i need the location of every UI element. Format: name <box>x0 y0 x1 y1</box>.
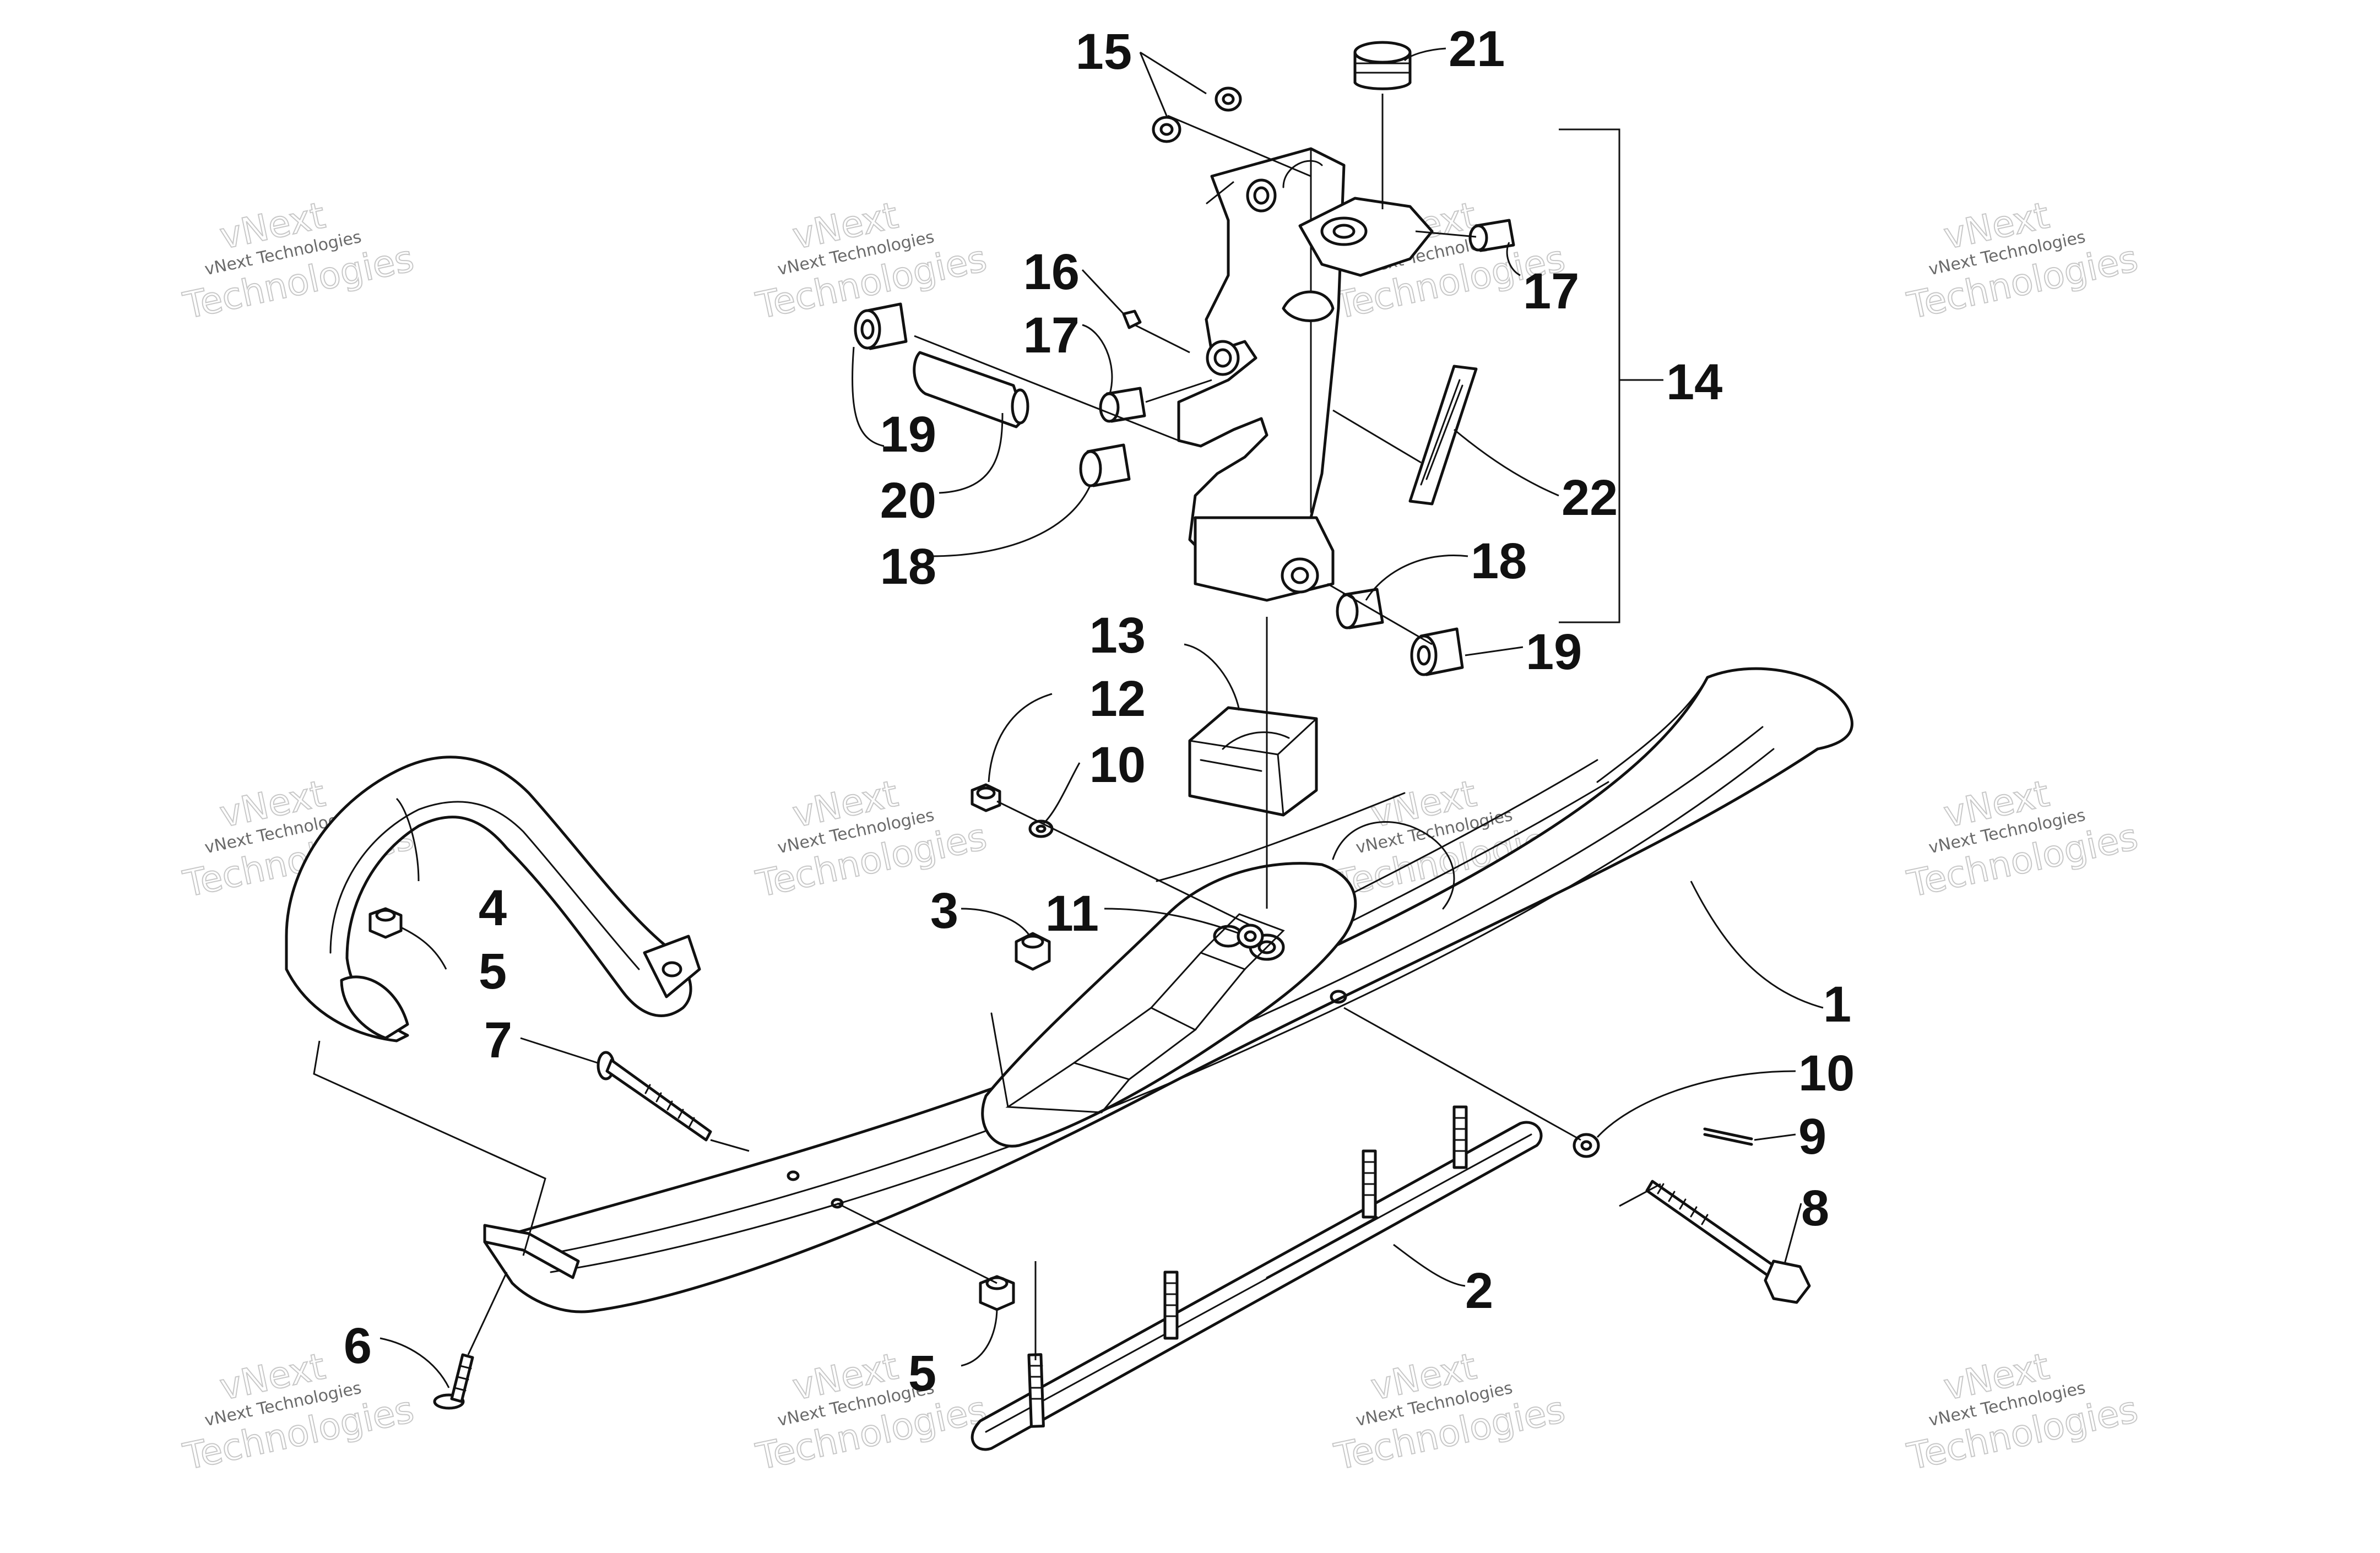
part-decal-22 <box>1408 365 1478 506</box>
exploded-axis-lines <box>313 94 1661 1360</box>
part-screw-6 <box>433 1353 474 1410</box>
part-bushing-11 <box>1237 924 1264 949</box>
part-bushing-18b <box>1336 588 1384 629</box>
callout-10-lower: 10 <box>1798 1045 1855 1101</box>
watermark: vNext vNext Technologies Technologies <box>179 193 418 328</box>
part-nut-5a <box>368 907 403 939</box>
part-bushing-19a <box>854 302 908 350</box>
callout-18-right: 18 <box>1471 533 1527 589</box>
part-ski-handle <box>285 756 701 1042</box>
watermark: vNext vNext Technologies Technologies <box>752 193 991 328</box>
part-nut-12 <box>971 783 1001 812</box>
callout-22: 22 <box>1562 470 1618 526</box>
watermarks: vNext vNext Technologies Technologies vN… <box>179 193 2142 1479</box>
watermark: vNext vNext Technologies Technologies <box>179 1344 418 1479</box>
watermark: vNext vNext Technologies Technologies <box>1330 1344 1569 1479</box>
callout-6: 6 <box>344 1318 372 1374</box>
callout-12: 12 <box>1089 671 1146 727</box>
part-rubber-block-13 <box>1188 706 1318 817</box>
callout-5-upper: 5 <box>479 943 507 1000</box>
watermark: vNext vNext Technologies Technologies <box>1903 193 2142 328</box>
part-bushing-17b <box>1468 219 1515 252</box>
callout-leaders <box>380 47 1824 1388</box>
callout-13: 13 <box>1089 607 1146 664</box>
callout-7: 7 <box>484 1012 512 1068</box>
part-nut-5b <box>979 1275 1015 1311</box>
callout-10-upper: 10 <box>1089 737 1146 793</box>
part-sleeve-20 <box>913 351 1029 428</box>
callout-3: 3 <box>930 883 958 939</box>
part-bolt-8 <box>1645 1180 1811 1304</box>
part-washer-15b <box>1152 116 1181 143</box>
part-cap-21 <box>1353 41 1412 90</box>
watermark: vNext vNext Technologies Technologies <box>1903 772 2142 906</box>
part-bolt-7 <box>597 1051 712 1142</box>
callout-16: 16 <box>1023 244 1080 300</box>
callout-8: 8 <box>1801 1180 1829 1236</box>
callout-9: 9 <box>1798 1109 1826 1165</box>
callout-5-lower: 5 <box>908 1345 936 1402</box>
part-nut-3 <box>1015 932 1051 971</box>
callout-19-left: 19 <box>880 406 936 463</box>
callout-17-left: 17 <box>1023 307 1080 363</box>
callout-19-right: 19 <box>1526 624 1582 680</box>
callout-18-left: 18 <box>880 539 936 595</box>
callout-11: 11 <box>1045 886 1099 942</box>
part-spindle-14 <box>1177 147 1434 602</box>
callout-17-right: 17 <box>1523 263 1579 319</box>
part-washer-15a <box>1215 86 1242 112</box>
part-bushing-18a <box>1079 443 1131 487</box>
callout-4: 4 <box>479 880 507 936</box>
callout-15: 15 <box>1076 24 1132 80</box>
callout-1: 1 <box>1823 976 1851 1033</box>
part-wear-bar <box>971 1105 1543 1451</box>
part-cotter-pin-9 <box>1703 1127 1753 1146</box>
callout-14: 14 <box>1666 354 1722 410</box>
callout-2: 2 <box>1465 1263 1493 1319</box>
callout-20: 20 <box>880 473 936 529</box>
part-grease-fitting-16 <box>1122 309 1142 329</box>
callout-21: 21 <box>1449 21 1505 77</box>
watermark: vNext vNext Technologies Technologies <box>752 1344 991 1479</box>
part-bushing-19b <box>1410 627 1464 676</box>
watermark: vNext vNext Technologies Technologies <box>1903 1344 2142 1479</box>
part-bushing-17a <box>1099 387 1146 423</box>
callout-labels: 1 2 3 4 5 5 6 7 8 9 10 10 11 12 13 14 15… <box>344 21 1855 1402</box>
